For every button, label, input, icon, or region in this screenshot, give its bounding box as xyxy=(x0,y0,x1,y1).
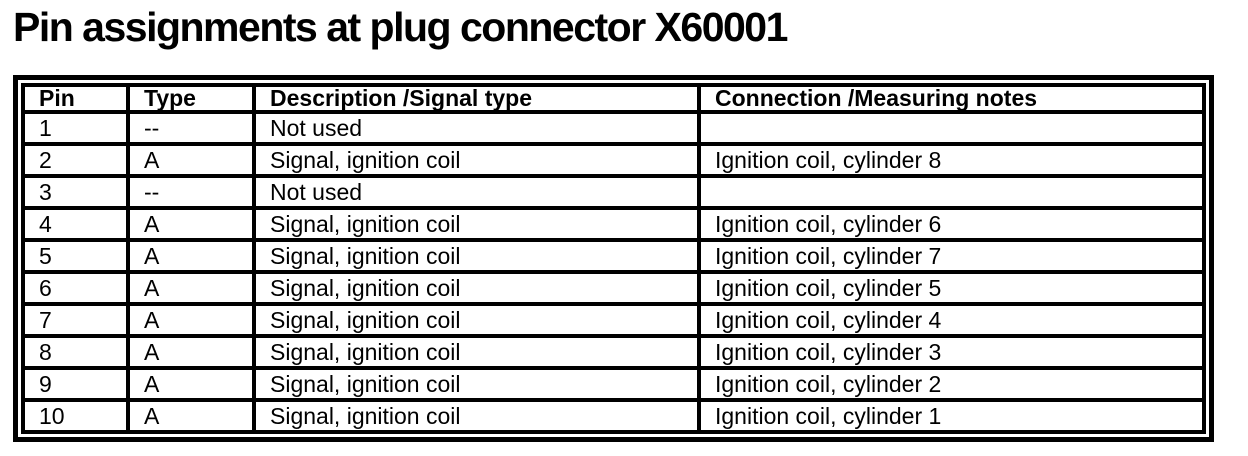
cell-connection: Ignition coil, cylinder 6 xyxy=(697,206,1206,242)
cell-description: Signal, ignition coil xyxy=(252,398,701,434)
cell-pin: 1 xyxy=(21,110,130,146)
cell-pin: 3 xyxy=(21,174,130,210)
cell-type: A xyxy=(126,270,256,306)
table-header-row: Pin Type Description /Signal type Connec… xyxy=(21,83,1206,114)
cell-connection: Ignition coil, cylinder 8 xyxy=(697,142,1206,178)
column-header-type: Type xyxy=(126,83,256,114)
cell-type: A xyxy=(126,398,256,434)
cell-connection: Ignition coil, cylinder 3 xyxy=(697,334,1206,370)
cell-type: A xyxy=(126,206,256,242)
cell-type: A xyxy=(126,334,256,370)
cell-description: Not used xyxy=(252,174,701,210)
cell-type: A xyxy=(126,302,256,338)
cell-pin: 9 xyxy=(21,366,130,402)
cell-description: Signal, ignition coil xyxy=(252,334,701,370)
cell-pin: 8 xyxy=(21,334,130,370)
cell-connection xyxy=(697,174,1206,210)
cell-description: Signal, ignition coil xyxy=(252,270,701,306)
pin-table-frame: Pin Type Description /Signal type Connec… xyxy=(13,75,1214,442)
page-title: Pin assignments at plug connector X60001 xyxy=(13,4,788,50)
cell-pin: 6 xyxy=(21,270,130,306)
column-header-connection: Connection /Measuring notes xyxy=(697,83,1206,114)
table-row: 3--Not used xyxy=(21,174,1206,210)
cell-pin: 7 xyxy=(21,302,130,338)
column-header-description: Description /Signal type xyxy=(252,83,701,114)
cell-pin: 2 xyxy=(21,142,130,178)
cell-pin: 5 xyxy=(21,238,130,274)
cell-type: -- xyxy=(126,110,256,146)
cell-type: A xyxy=(126,366,256,402)
cell-connection: Ignition coil, cylinder 2 xyxy=(697,366,1206,402)
cell-description: Signal, ignition coil xyxy=(252,206,701,242)
cell-pin: 10 xyxy=(21,398,130,434)
cell-type: -- xyxy=(126,174,256,210)
cell-description: Signal, ignition coil xyxy=(252,302,701,338)
pin-assignment-table: Pin Type Description /Signal type Connec… xyxy=(21,83,1206,434)
table-row: 1--Not used xyxy=(21,110,1206,146)
cell-connection: Ignition coil, cylinder 1 xyxy=(697,398,1206,434)
cell-connection xyxy=(697,110,1206,146)
cell-description: Signal, ignition coil xyxy=(252,238,701,274)
cell-type: A xyxy=(126,238,256,274)
cell-connection: Ignition coil, cylinder 5 xyxy=(697,270,1206,306)
cell-connection: Ignition coil, cylinder 4 xyxy=(697,302,1206,338)
cell-connection: Ignition coil, cylinder 7 xyxy=(697,238,1206,274)
cell-type: A xyxy=(126,142,256,178)
cell-description: Signal, ignition coil xyxy=(252,366,701,402)
column-header-pin: Pin xyxy=(21,83,130,114)
cell-description: Signal, ignition coil xyxy=(252,142,701,178)
cell-pin: 4 xyxy=(21,206,130,242)
cell-description: Not used xyxy=(252,110,701,146)
